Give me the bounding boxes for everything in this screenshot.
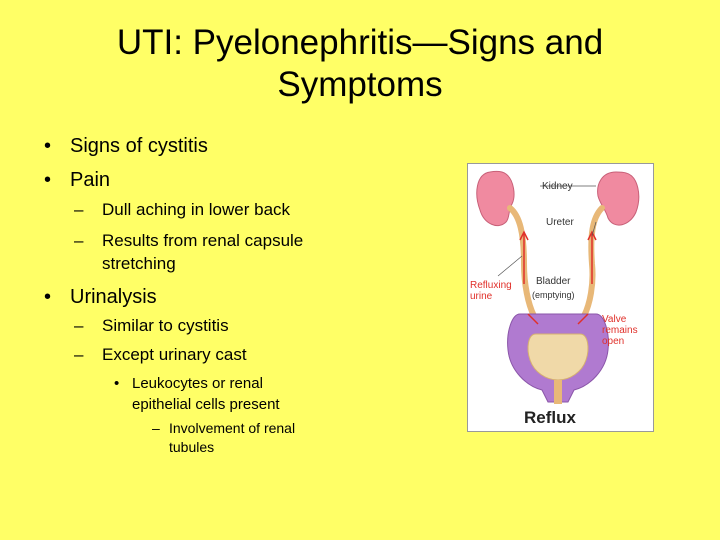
figure-caption: Reflux bbox=[524, 408, 577, 427]
label-refluxing-line2: urine bbox=[470, 291, 493, 302]
reflux-arrows bbox=[519, 230, 597, 325]
bullet-text: Dull aching in lower back bbox=[102, 200, 291, 219]
bullet-dash: – bbox=[74, 231, 84, 250]
label-leaders bbox=[497, 185, 597, 277]
bullet-dot: • bbox=[44, 169, 52, 191]
bullet-text: Results from renal capsule bbox=[102, 231, 304, 250]
slide-title: UTI: Pyelonephritis—Signs and Symptoms bbox=[116, 23, 604, 104]
bullet-dot: • bbox=[44, 286, 52, 308]
bladder-inner bbox=[527, 333, 589, 381]
bullet-text-continued: stretching bbox=[102, 254, 176, 273]
bullet-dash: – bbox=[74, 345, 84, 364]
bullet-dot: • bbox=[114, 375, 120, 392]
label-valve-line2: remains bbox=[602, 325, 638, 336]
label-bladder: Bladder bbox=[536, 276, 571, 287]
bullet-dash: – bbox=[74, 200, 84, 219]
reflux-diagram: Kidney Ureter Bladder (emptying) Refluxi… bbox=[467, 163, 654, 432]
bullet-text-continued: tubules bbox=[169, 439, 215, 455]
reflux-diagram-svg: Kidney Ureter Bladder (emptying) Refluxi… bbox=[470, 170, 640, 427]
left-ureter bbox=[507, 205, 537, 319]
bullet-text: Signs of cystitis bbox=[70, 135, 208, 157]
bullet-text: Urinalysis bbox=[70, 286, 157, 308]
label-valve-line1: Valve bbox=[602, 314, 627, 325]
bullet-text: Similar to cystitis bbox=[102, 316, 229, 335]
urethra bbox=[554, 380, 562, 404]
label-ureter: Ureter bbox=[546, 217, 574, 228]
bullet-text-continued: epithelial cells present bbox=[132, 396, 280, 413]
bullet-text: Except urinary cast bbox=[102, 345, 247, 364]
bullet-dash: – bbox=[74, 316, 84, 335]
label-refluxing-line1: Refluxing bbox=[470, 280, 512, 291]
label-kidney: Kidney bbox=[542, 181, 573, 192]
bullet-dot: • bbox=[44, 135, 52, 157]
bullet-text: Pain bbox=[70, 169, 111, 191]
right-ureter bbox=[581, 205, 605, 319]
label-valve-line3: open bbox=[602, 336, 624, 347]
left-kidney bbox=[476, 170, 515, 226]
bullet-text: Leukocytes or renal bbox=[132, 375, 263, 392]
right-kidney bbox=[597, 171, 640, 226]
bullet-dash: – bbox=[152, 420, 160, 436]
label-emptying: (emptying) bbox=[532, 290, 575, 300]
bullet-text: Involvement of renal bbox=[169, 420, 296, 436]
